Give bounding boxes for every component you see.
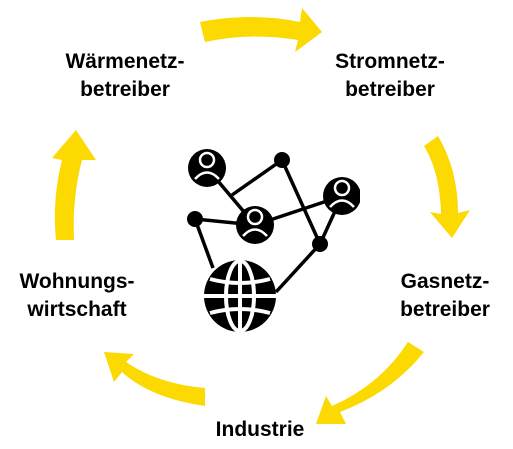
arrow-left-icon xyxy=(52,130,96,240)
label-line: betreiber xyxy=(345,78,435,101)
person-node-icon xyxy=(323,177,360,215)
label-line: Wärmenetz- xyxy=(65,50,185,73)
network-dot-icon xyxy=(274,152,290,168)
label-line: betreiber xyxy=(80,78,170,101)
person-node-icon xyxy=(188,149,226,187)
arrow-lower-right-icon xyxy=(316,342,424,424)
label-line: betreiber xyxy=(400,298,490,321)
label-industrie: Industrie xyxy=(180,416,340,444)
label-stromnetzbetreiber: Stromnetz- betreiber xyxy=(305,48,475,104)
label-line: Industrie xyxy=(215,418,305,441)
network-dot-icon xyxy=(187,211,203,227)
label-line: Stromnetz- xyxy=(335,50,445,73)
label-line: Wohnungs- xyxy=(19,270,135,293)
person-node-icon xyxy=(236,206,274,244)
label-waermenetzbetreiber: Wärmenetz- betreiber xyxy=(40,48,210,104)
label-wohnungswirtschaft: Wohnungs- wirtschaft xyxy=(2,268,152,324)
label-line: Gasnetz- xyxy=(400,270,490,293)
network-people-globe-icon xyxy=(187,149,360,333)
globe-icon xyxy=(204,259,276,333)
arrow-top-icon xyxy=(200,8,322,52)
label-line: wirtschaft xyxy=(27,298,127,321)
arrow-lower-left-icon xyxy=(104,352,205,406)
label-gasnetzbetreiber: Gasnetz- betreiber xyxy=(370,268,513,324)
arrow-right-icon xyxy=(424,136,470,238)
network-dot-icon xyxy=(312,236,328,252)
